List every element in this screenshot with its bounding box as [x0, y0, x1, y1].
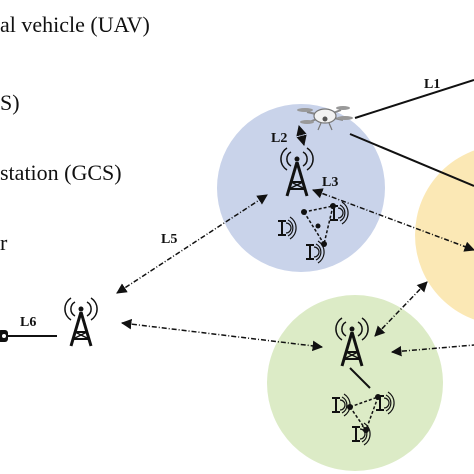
legend-uav-text: al vehicle (UAV) — [0, 12, 150, 37]
legend-r-text: r — [0, 230, 8, 255]
blue-zone-sensor-cluster — [277, 201, 350, 264]
controller-icon — [0, 330, 8, 342]
link-l3-line — [312, 188, 474, 252]
link-l2-line — [296, 124, 307, 147]
green-zone-sensor-cluster — [331, 391, 396, 446]
yellow-coverage-zone — [415, 150, 474, 320]
legend-s-text: S) — [0, 90, 20, 115]
drone-icon — [297, 106, 353, 131]
link-tower-cluster-line — [349, 367, 371, 389]
link-label-l6: L6 — [20, 315, 36, 330]
link-label-l5: L5 — [161, 232, 177, 247]
link-label-l2: L2 — [271, 131, 287, 146]
link-l1-line — [354, 79, 474, 119]
link-uav-yellow-line — [349, 133, 474, 187]
green-coverage-zone — [267, 295, 443, 471]
link-label-l1: L1 — [424, 77, 440, 92]
link-green-right-line — [390, 344, 474, 357]
legend-gcs-text: station (GCS) — [0, 160, 122, 185]
link-ground-green-line — [120, 318, 324, 352]
link-label-l3: L3 — [322, 175, 338, 190]
ground-station-tower-icon — [63, 296, 99, 348]
link-green-yellow-line — [374, 281, 428, 337]
